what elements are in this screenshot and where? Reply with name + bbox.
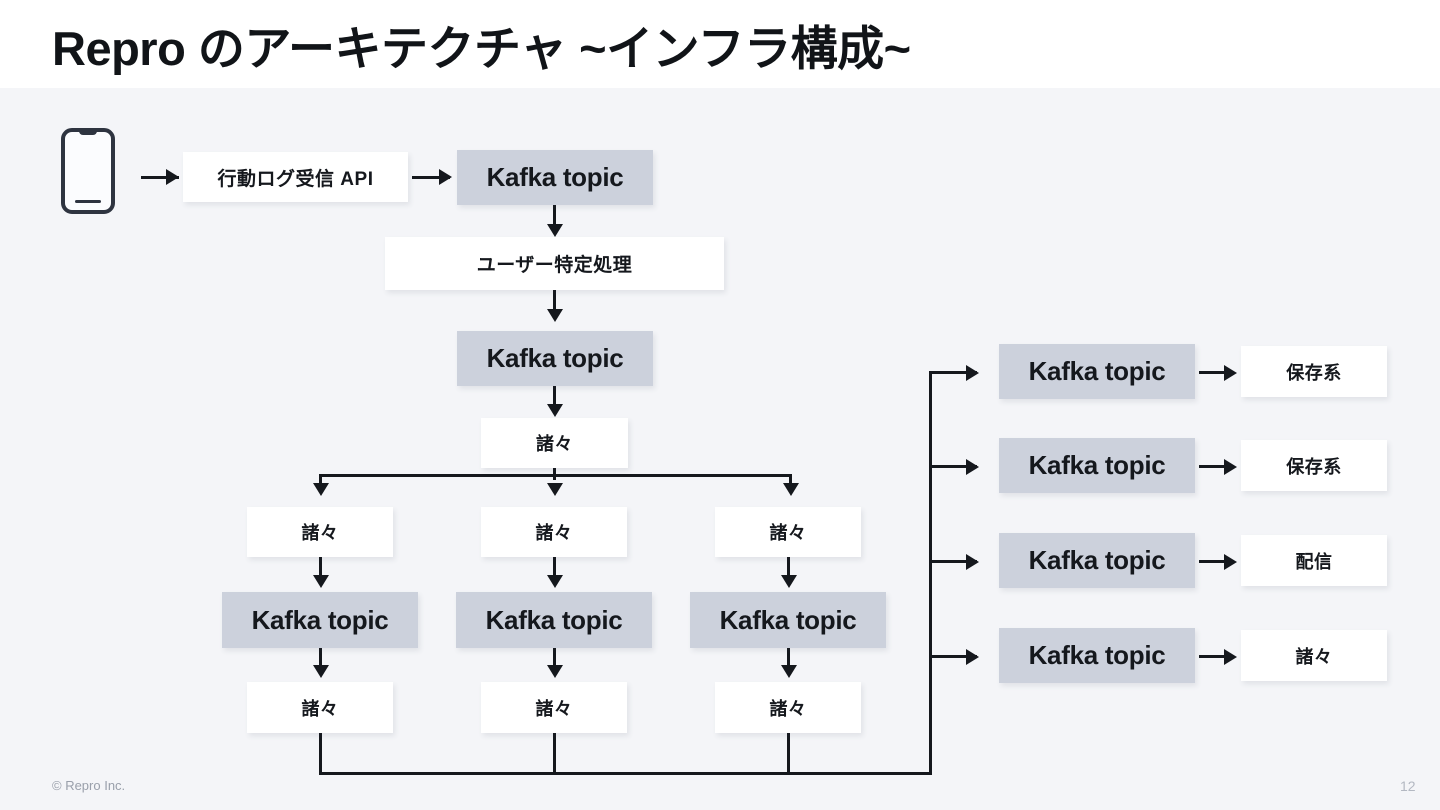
node-sink-1-kafka-topic[interactable]: Kafka topic bbox=[999, 344, 1195, 399]
connector-phone-api bbox=[141, 176, 179, 179]
node-sink-2-consumer[interactable]: 保存系 bbox=[1241, 440, 1387, 491]
node-sink-3-kafka-topic[interactable]: Kafka topic bbox=[999, 533, 1195, 588]
node-branch-2-kafka-topic[interactable]: Kafka topic bbox=[456, 592, 652, 648]
arrowhead-branch-3 bbox=[783, 483, 799, 496]
connector-branch-3-kafka bbox=[787, 557, 790, 579]
arrowhead-sink-3 bbox=[966, 554, 979, 570]
arrowhead-api-kafka1 bbox=[439, 169, 452, 185]
connector-split-bus bbox=[319, 474, 792, 477]
header-band bbox=[0, 0, 1440, 88]
connector-sink-4-feed bbox=[929, 655, 977, 658]
connector-sink-1-consumer bbox=[1199, 371, 1231, 374]
arrowhead-identify-kafka2 bbox=[547, 309, 563, 322]
arrowhead-branch-1-kafka bbox=[313, 575, 329, 588]
node-ingest-api[interactable]: 行動ログ受信 API bbox=[183, 152, 408, 202]
connector-branch-1-return bbox=[319, 733, 322, 775]
node-branch-3-kafka-topic[interactable]: Kafka topic bbox=[690, 592, 886, 648]
node-branch-2-process[interactable]: 諸々 bbox=[481, 507, 627, 557]
arrowhead-sink-2-consumer bbox=[1224, 459, 1237, 475]
node-branch-1-post[interactable]: 諸々 bbox=[247, 682, 393, 733]
node-branch-3-post[interactable]: 諸々 bbox=[715, 682, 861, 733]
connector-sink-1-feed bbox=[929, 371, 977, 374]
node-sink-4-kafka-topic[interactable]: Kafka topic bbox=[999, 628, 1195, 683]
mobile-phone-icon bbox=[61, 128, 115, 214]
node-user-identification[interactable]: ユーザー特定処理 bbox=[385, 237, 724, 290]
connector-identify-kafka2 bbox=[553, 290, 556, 312]
arrowhead-kafka1-identify bbox=[547, 224, 563, 237]
node-branch-1-process[interactable]: 諸々 bbox=[247, 507, 393, 557]
connector-api-kafka1 bbox=[412, 176, 450, 179]
connector-kafka1-identify bbox=[553, 205, 556, 227]
connector-branch-3-return bbox=[787, 733, 790, 775]
node-branch-2-post[interactable]: 諸々 bbox=[481, 682, 627, 733]
arrowhead-branch-2-post bbox=[547, 665, 563, 678]
connector-return-riser bbox=[929, 371, 932, 775]
connector-sink-3-consumer bbox=[1199, 560, 1231, 563]
arrowhead-branch-3-kafka bbox=[781, 575, 797, 588]
phone-notch bbox=[79, 130, 97, 135]
node-sink-4-consumer[interactable]: 諸々 bbox=[1241, 630, 1387, 681]
connector-sink-2-feed bbox=[929, 465, 977, 468]
node-sink-2-kafka-topic[interactable]: Kafka topic bbox=[999, 438, 1195, 493]
node-kafka-topic-identified[interactable]: Kafka topic bbox=[457, 331, 653, 386]
arrowhead-branch-2 bbox=[547, 483, 563, 496]
page-title: Repro のアーキテクチャ ~インフラ構成~ bbox=[52, 22, 911, 75]
arrowhead-sink-4 bbox=[966, 649, 979, 665]
arrowhead-sink-2 bbox=[966, 459, 979, 475]
connector-branch-2-kafka bbox=[553, 557, 556, 579]
node-sink-3-consumer[interactable]: 配信 bbox=[1241, 535, 1387, 586]
page-number: 12 bbox=[1400, 778, 1416, 794]
connector-split-left-drop bbox=[319, 474, 322, 486]
connector-branch-2-post bbox=[553, 648, 556, 670]
arrowhead-phone-api bbox=[166, 169, 179, 185]
copyright-notice: © Repro Inc. bbox=[52, 778, 126, 793]
arrowhead-branch-1 bbox=[313, 483, 329, 496]
node-fanout-process[interactable]: 諸々 bbox=[481, 418, 628, 468]
connector-branch-1-post bbox=[319, 648, 322, 670]
node-kafka-topic-ingest[interactable]: Kafka topic bbox=[457, 150, 653, 205]
arrowhead-branch-3-post bbox=[781, 665, 797, 678]
connector-sink-3-feed bbox=[929, 560, 977, 563]
node-branch-3-process[interactable]: 諸々 bbox=[715, 507, 861, 557]
arrowhead-sink-4-consumer bbox=[1224, 649, 1237, 665]
connector-split-right-drop bbox=[789, 474, 792, 486]
arrowhead-branch-1-post bbox=[313, 665, 329, 678]
connector-branch-1-kafka bbox=[319, 557, 322, 579]
connector-kafka2-fanout bbox=[553, 386, 556, 408]
connector-branch-3-post bbox=[787, 648, 790, 670]
phone-home-indicator bbox=[75, 200, 101, 203]
connector-branch-2-return bbox=[553, 733, 556, 775]
arrowhead-kafka2-fanout bbox=[547, 404, 563, 417]
connector-sink-4-consumer bbox=[1199, 655, 1231, 658]
arrowhead-sink-1 bbox=[966, 365, 979, 381]
arrowhead-branch-2-kafka bbox=[547, 575, 563, 588]
connector-sink-2-consumer bbox=[1199, 465, 1231, 468]
arrowhead-sink-1-consumer bbox=[1224, 365, 1237, 381]
arrowhead-sink-3-consumer bbox=[1224, 554, 1237, 570]
node-branch-1-kafka-topic[interactable]: Kafka topic bbox=[222, 592, 418, 648]
node-sink-1-consumer[interactable]: 保存系 bbox=[1241, 346, 1387, 397]
connector-return-bus bbox=[319, 772, 932, 775]
